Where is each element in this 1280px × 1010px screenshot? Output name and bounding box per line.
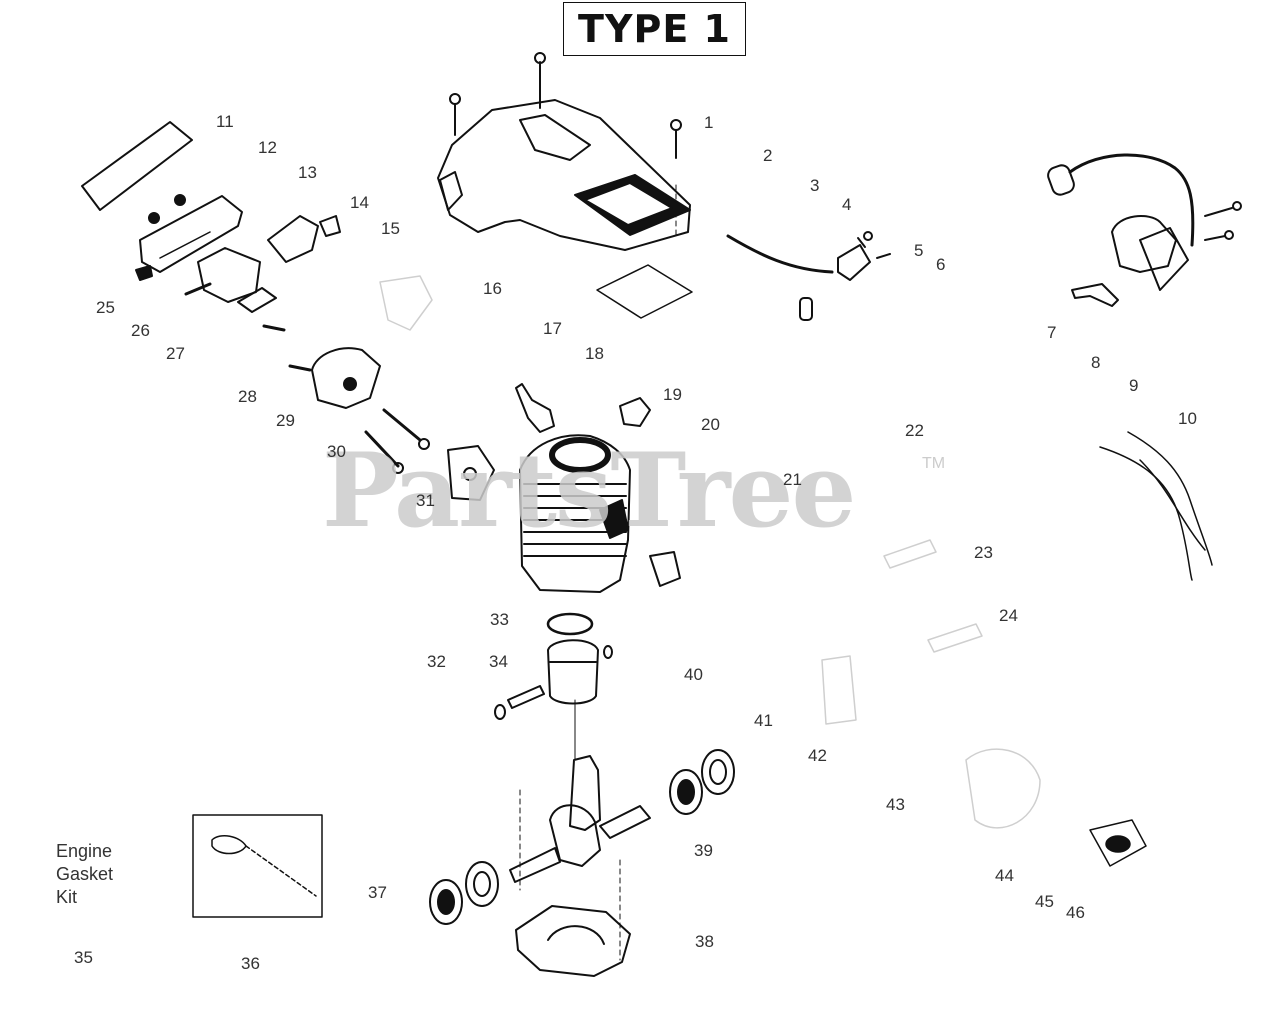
watermark-text: PartsTree <box>322 431 856 551</box>
kit-label-line-3: Kit <box>56 887 78 907</box>
air-filter-part <box>81 121 341 313</box>
gasket-kit-box <box>192 814 323 918</box>
callout-20[interactable]: 20 <box>701 415 720 434</box>
callout-16[interactable]: 16 <box>483 279 502 298</box>
callout-30[interactable]: 30 <box>327 442 346 461</box>
top-cover-part <box>437 52 691 251</box>
callout-35[interactable]: 35 <box>74 948 93 967</box>
callout-5[interactable]: 5 <box>914 241 924 260</box>
cylinder-part <box>519 434 681 593</box>
callout-23[interactable]: 23 <box>974 543 993 562</box>
callout-33[interactable]: 33 <box>490 610 509 629</box>
fuel-line-part <box>726 231 891 321</box>
ignition-coil-part <box>1047 153 1242 307</box>
wire-harness-part <box>1099 431 1213 581</box>
callout-32[interactable]: 32 <box>427 652 446 671</box>
callout-9[interactable]: 9 <box>1129 376 1139 395</box>
callout-40[interactable]: 40 <box>684 665 703 684</box>
engine-gasket-kit-label: Engine Gasket Kit <box>56 840 113 909</box>
bearings-seals-part <box>429 749 735 925</box>
intake-manifold-part <box>262 324 430 474</box>
callout-29[interactable]: 29 <box>276 411 295 430</box>
callout-25[interactable]: 25 <box>96 298 115 317</box>
callout-24[interactable]: 24 <box>999 606 1018 625</box>
callout-19[interactable]: 19 <box>663 385 682 404</box>
callout-39[interactable]: 39 <box>694 841 713 860</box>
callout-31[interactable]: 31 <box>416 491 435 510</box>
callout-2[interactable]: 2 <box>763 146 773 165</box>
kit-label-line-2: Gasket <box>56 864 114 884</box>
callout-15[interactable]: 15 <box>381 219 400 238</box>
callout-1[interactable]: 1 <box>704 113 714 132</box>
callout-8[interactable]: 8 <box>1091 353 1101 372</box>
callout-27[interactable]: 27 <box>166 344 185 363</box>
crankcase-part <box>515 859 631 977</box>
callout-44[interactable]: 44 <box>995 866 1014 885</box>
filter-gasket-part <box>596 264 693 319</box>
callout-4[interactable]: 4 <box>842 195 852 214</box>
callout-6[interactable]: 6 <box>936 255 946 274</box>
callout-22[interactable]: 22 <box>905 421 924 440</box>
callout-46[interactable]: 46 <box>1066 903 1085 922</box>
callout-13[interactable]: 13 <box>298 163 317 182</box>
callout-26[interactable]: 26 <box>131 321 150 340</box>
callout-41[interactable]: 41 <box>754 711 773 730</box>
diagram-type-title: TYPE 1 <box>563 2 746 56</box>
faint-parts-group <box>379 275 1147 867</box>
callout-18[interactable]: 18 <box>585 344 604 363</box>
callout-7[interactable]: 7 <box>1047 323 1057 342</box>
crankshaft-part <box>509 699 651 891</box>
intake-gasket-part <box>447 445 495 501</box>
callout-36[interactable]: 36 <box>241 954 260 973</box>
callout-37[interactable]: 37 <box>368 883 387 902</box>
callout-38[interactable]: 38 <box>695 932 714 951</box>
kit-label-line-1: Engine <box>56 841 113 861</box>
callout-17[interactable]: 17 <box>543 319 562 338</box>
callout-12[interactable]: 12 <box>258 138 277 157</box>
callout-21[interactable]: 21 <box>783 470 802 489</box>
callout-14[interactable]: 14 <box>350 193 369 212</box>
callout-43[interactable]: 43 <box>886 795 905 814</box>
callout-45[interactable]: 45 <box>1035 892 1054 911</box>
callout-34[interactable]: 34 <box>489 652 508 671</box>
callout-10[interactable]: 10 <box>1178 409 1197 428</box>
callout-42[interactable]: 42 <box>808 746 827 765</box>
piston-part <box>494 612 613 720</box>
callout-11[interactable]: 11 <box>216 112 234 131</box>
watermark-trademark: TM <box>922 455 946 472</box>
spark-plug-part <box>515 383 651 433</box>
callout-28[interactable]: 28 <box>238 387 257 406</box>
callout-3[interactable]: 3 <box>810 176 820 195</box>
